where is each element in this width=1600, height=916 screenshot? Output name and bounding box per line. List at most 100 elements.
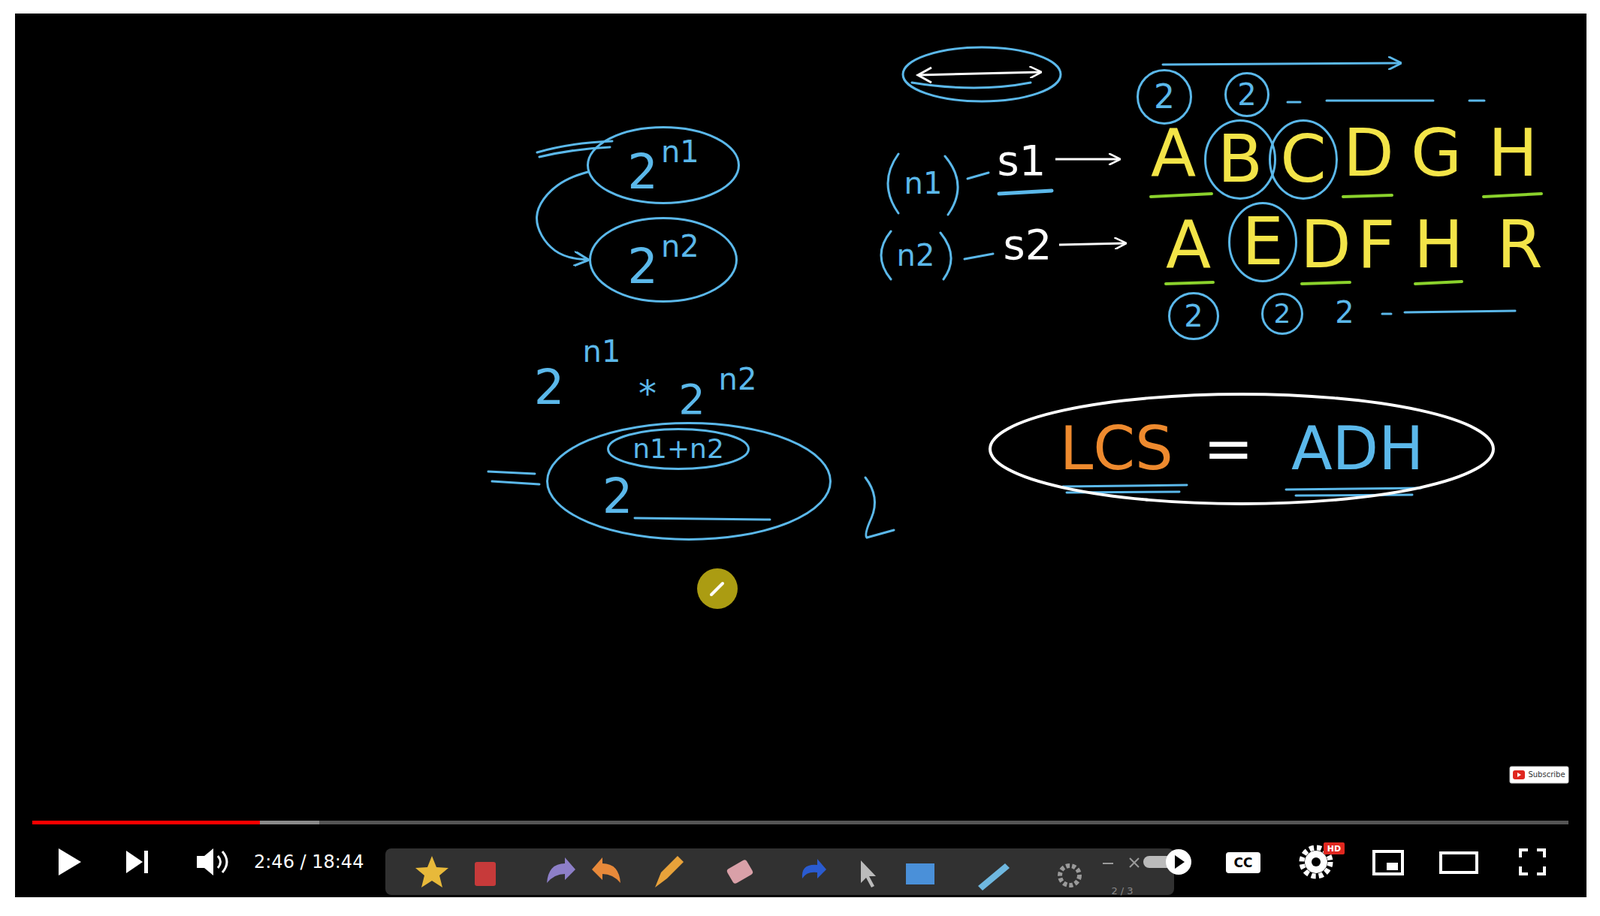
node-content: n1+n2 — [632, 437, 725, 462]
dash-line — [1382, 310, 1516, 314]
equals-stroke — [488, 471, 540, 485]
string-letter: H — [1488, 120, 1538, 187]
subscribe-icon — [1512, 770, 1525, 780]
node-content: 2 — [1237, 81, 1256, 109]
ellipse-outline — [590, 218, 737, 302]
formula-operator: * — [638, 375, 657, 412]
ellipse-outline — [1262, 294, 1303, 335]
node-text: C — [1280, 129, 1326, 189]
string-letter: R — [1496, 211, 1543, 278]
ellipse-outline — [1138, 70, 1192, 124]
count-circle: 2 — [1168, 292, 1220, 341]
toolbar-icon — [1102, 858, 1139, 868]
play-button — [58, 848, 82, 876]
node-content: E — [1241, 211, 1284, 272]
subscribe-text: Subscribe — [1527, 771, 1565, 779]
toolbar-icon — [802, 859, 827, 879]
string-letter: D — [1300, 211, 1352, 278]
node-text: = — [1203, 422, 1254, 477]
exponent-ellipse: n1+n2 — [606, 428, 750, 471]
ellipse-outline — [588, 127, 740, 204]
cc-text: CC — [1234, 857, 1253, 870]
node-content: 2n1 — [627, 143, 700, 188]
node-content: C — [1280, 129, 1326, 189]
formula-exponent: n2 — [718, 364, 758, 395]
settings-button — [1311, 857, 1321, 867]
volume-button — [196, 848, 214, 876]
letter-circle: E — [1228, 202, 1298, 283]
pen-cursor — [697, 568, 738, 610]
string-name: s2 — [1003, 223, 1053, 266]
match-underline — [1165, 281, 1462, 284]
autoplay-toggle — [1174, 855, 1185, 870]
direction-stroke — [911, 82, 1031, 88]
ellipse-outline — [1169, 293, 1219, 340]
ellipse-outline — [1270, 120, 1338, 199]
arrow — [1055, 158, 1120, 161]
ellipse-outline — [1205, 120, 1276, 199]
node-content: B — [1217, 129, 1263, 189]
node-text: 2 — [1183, 302, 1203, 330]
letter-circle: C — [1268, 119, 1338, 200]
node-content: 2 — [1273, 301, 1292, 327]
formula-term: 2 — [534, 363, 565, 412]
ellipse-outline — [1229, 202, 1297, 281]
toolbar-icon — [655, 856, 684, 888]
length-label: n1 — [904, 168, 943, 199]
string-letter: H — [1413, 211, 1464, 278]
node-text: 2 — [1237, 81, 1256, 109]
toolbar-icon — [415, 856, 449, 888]
tick-mark — [865, 477, 894, 538]
node-text: 2 — [627, 245, 659, 290]
pointer-stroke — [964, 253, 994, 260]
toolbar-icon — [905, 863, 935, 885]
node-content: 2 — [602, 475, 634, 520]
ellipse-outline — [990, 394, 1494, 505]
result-ellipse: 2 n1+n2 — [546, 422, 832, 541]
page-counter: 2 / 3 — [1110, 886, 1133, 897]
parenthesis — [881, 231, 951, 280]
string-letter: A — [1165, 211, 1211, 278]
arrow — [1059, 243, 1126, 245]
string-letter: A — [1150, 120, 1196, 187]
string-letter: D — [1343, 120, 1395, 187]
pointer-stroke — [967, 172, 989, 179]
subscribe-button — [1509, 766, 1569, 784]
toolbar-icon — [591, 857, 621, 884]
node-text: n1+n2 — [632, 437, 725, 462]
length-label: n2 — [896, 240, 936, 271]
parenthesis — [887, 153, 958, 215]
node-text: E — [1241, 211, 1284, 272]
node-text: 2 — [602, 475, 634, 520]
pen-icon — [711, 583, 723, 595]
toolbar-icon — [546, 857, 576, 884]
power-ellipse: 2n2 — [588, 217, 738, 303]
cc-button — [1225, 852, 1261, 874]
next-button — [144, 851, 148, 874]
top-arrow — [1162, 63, 1401, 65]
hd-badge — [1323, 842, 1345, 855]
toolbar-icon — [474, 862, 496, 887]
progress-played — [32, 821, 260, 825]
result-ellipse: LCS=ADH — [988, 392, 1495, 506]
node-content: 2 — [1183, 302, 1203, 330]
ellipse-outline — [608, 429, 749, 470]
string-name: s1 — [997, 139, 1047, 182]
blackboard — [15, 13, 1587, 898]
node-text: n2 — [661, 232, 700, 260]
double-arrow-head — [917, 67, 932, 83]
direction-ellipse — [902, 47, 1061, 102]
node-outline — [588, 217, 738, 303]
miniplayer-button — [1386, 863, 1398, 871]
drawing-part — [1150, 193, 1542, 284]
dash-line — [1287, 100, 1485, 103]
count-circle: 2 — [1136, 69, 1193, 125]
string-letter: G — [1410, 120, 1462, 187]
string-letter: F — [1357, 211, 1396, 278]
node-text: 2 — [1153, 81, 1175, 112]
hd-text: HD — [1327, 845, 1341, 854]
toolbar-icon — [860, 860, 876, 888]
annotation-toolbar — [385, 848, 1175, 896]
volume-waves — [217, 851, 227, 873]
